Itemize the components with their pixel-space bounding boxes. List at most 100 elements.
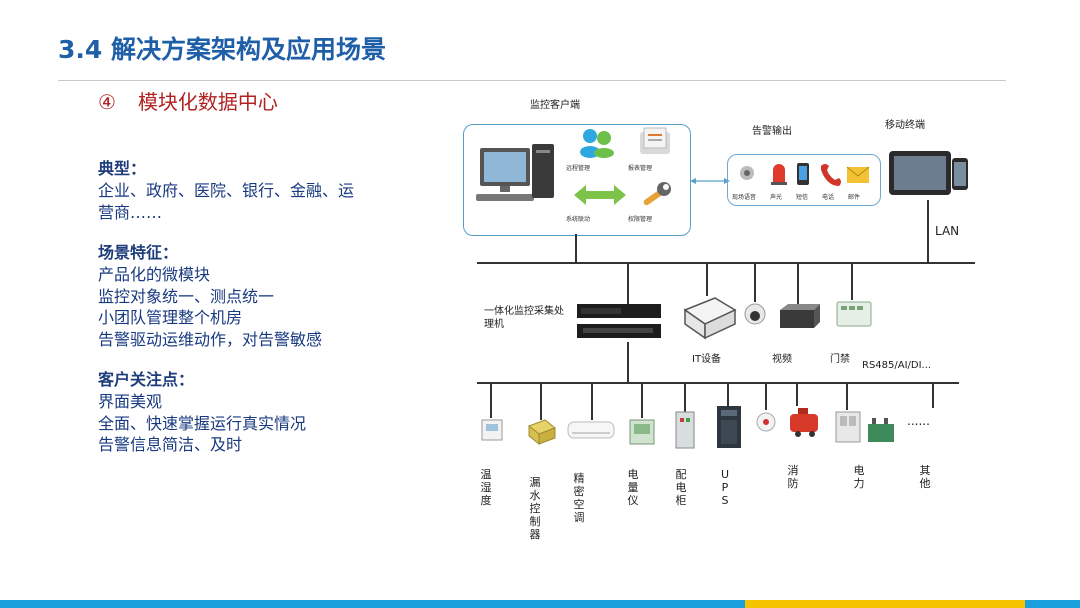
client-box	[463, 124, 691, 236]
footer-bar-blue-end	[1025, 600, 1080, 608]
leak-controller-icon	[528, 419, 556, 446]
device-label: 温湿度	[480, 468, 492, 507]
section-typical: 典型： 企业、政府、医院、银行、金融、运 营商……	[98, 158, 418, 223]
drop-line	[684, 384, 686, 412]
distribution-cabinet-icon	[675, 411, 695, 449]
alarm-title: 告警输出	[752, 126, 792, 137]
camera-icon	[744, 303, 766, 325]
telephone-icon	[821, 164, 841, 186]
more-items: ......	[907, 414, 930, 428]
drop-line	[846, 384, 848, 410]
drop-line	[727, 384, 729, 406]
subtitle-number: ④	[98, 90, 116, 114]
subtitle: ④ 模块化数据中心	[98, 86, 278, 115]
section-features: 场景特征： 产品化的微模块 监控对象统一、测点统一 小团队管理整个机房 告警驱动…	[98, 242, 418, 350]
collector-icon	[577, 304, 661, 338]
lan-bus	[477, 262, 975, 264]
alarm-label: 声光	[770, 194, 783, 201]
drop-line	[641, 384, 643, 418]
precision-ac-icon	[567, 421, 615, 439]
alarm-label: 短信	[796, 194, 809, 201]
section-line: 监控对象统一、测点统一	[98, 286, 275, 306]
collector-drop-line	[627, 264, 629, 304]
section-line: 小团队管理整个机房	[98, 308, 243, 327]
drop-line	[796, 384, 798, 406]
alarm-label: 现场语音	[732, 194, 757, 201]
drop-line	[932, 384, 934, 408]
arrow-icon	[574, 185, 626, 205]
light-icon	[771, 164, 787, 185]
module-label: 报表管理	[628, 165, 653, 172]
device-label: 消防	[787, 464, 799, 490]
lan-label: LAN	[935, 224, 960, 238]
power-cabinet-icon	[835, 411, 861, 443]
subtitle-text: 模块化数据中心	[137, 90, 278, 114]
mail-icon	[846, 166, 870, 183]
module-label: 权限管理	[628, 216, 653, 223]
alarm-icons	[740, 163, 870, 186]
wrench-icon	[643, 182, 671, 206]
bus2-label: RS485/AI/DI...	[862, 360, 932, 371]
thermo-hygrometer-icon	[481, 419, 503, 441]
field-bus	[477, 382, 959, 384]
power-meter-icon	[629, 419, 655, 445]
client-drop-line	[575, 234, 577, 262]
section-line: 界面美观	[98, 392, 163, 411]
alarm-label: 电话	[822, 194, 835, 201]
page-title: 3.4 解决方案架构及应用场景	[58, 35, 386, 64]
it-device-icon	[683, 297, 737, 340]
section-customer-focus: 客户关注点： 界面美观 全面、快速掌握运行真实情况 告警信息简洁、及时	[98, 369, 418, 456]
device-label: 电量仪	[627, 468, 639, 507]
alarm-label: 邮件	[848, 194, 861, 201]
module-label: 远程管理	[566, 165, 591, 172]
video-drop-line	[797, 264, 799, 304]
mobile-title: 移动终端	[885, 120, 925, 131]
drop-line	[591, 384, 593, 420]
ups-icon	[717, 406, 741, 448]
client-title: 监控客户端	[530, 100, 580, 111]
device-label: 漏水控制器	[529, 476, 541, 541]
section-line: 产品化的微模块	[98, 265, 211, 284]
lan-uplink-line	[927, 200, 929, 262]
drop-line	[540, 384, 542, 420]
title-divider	[58, 80, 1006, 81]
section-line: 全面、快速掌握运行真实情况	[98, 413, 307, 433]
module-label: 系统联动	[566, 216, 591, 223]
left-text-panel: 典型： 企业、政府、医院、银行、金融、运 营商…… 场景特征： 产品化的微模块 …	[98, 158, 418, 456]
report-management-icon	[640, 127, 670, 154]
device-label: 精密空调	[573, 472, 585, 524]
access-drop-line	[851, 264, 853, 300]
section-heading: 典型：	[98, 159, 147, 178]
it-drop-line	[706, 264, 708, 296]
drop-line	[490, 384, 492, 418]
device-label: IT设备	[692, 354, 722, 365]
collector-label: 一体化监控采集处理机	[484, 306, 564, 330]
phone-icon	[797, 163, 809, 185]
link-arrow	[690, 178, 730, 184]
device-label: 视频	[772, 354, 792, 365]
tablet-phone-icon	[889, 151, 968, 195]
section-heading: 客户关注点：	[98, 370, 195, 389]
section-line: 告警驱动运维动作，对告警敏感	[98, 329, 323, 349]
device-label: 门禁	[830, 354, 850, 365]
footer-bar-blue	[0, 600, 745, 608]
device-label: 配电柜	[675, 468, 687, 507]
camera-drop-line	[754, 264, 756, 302]
section-line: 营商……	[98, 202, 163, 222]
device-label: 其他	[919, 464, 931, 490]
smoke-detector-icon	[756, 412, 776, 432]
device-label: 电力	[853, 464, 865, 490]
access-control-icon	[836, 301, 872, 327]
footer-bar-yellow	[745, 600, 1025, 608]
section-line: 企业、政府、医院、银行、金融、运	[98, 181, 355, 200]
device-label: UPS	[720, 468, 730, 507]
collector-bus-line	[627, 342, 629, 382]
section-line: 告警信息简洁、及时	[98, 435, 243, 454]
video-recorder-icon	[780, 304, 820, 328]
remote-management-icon	[580, 129, 614, 158]
alarm-box	[727, 154, 881, 206]
fire-extinguisher-icon	[790, 408, 818, 437]
drop-line	[765, 384, 767, 410]
section-heading: 场景特征：	[98, 243, 179, 262]
transformer-icon	[868, 418, 894, 442]
